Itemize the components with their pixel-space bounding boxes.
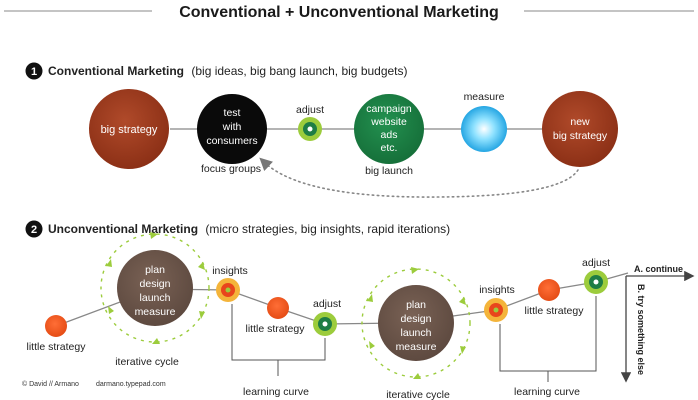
campaign-line-2: website — [370, 116, 407, 128]
new-big-strategy-node — [542, 91, 618, 167]
test-line-3: consumers — [206, 135, 257, 147]
section1-heading: Conventional Marketing — [48, 64, 184, 78]
cycle-arrows-1 — [106, 232, 205, 344]
feedback-loop-arrow — [259, 157, 579, 198]
test-line-1: test — [224, 107, 241, 119]
insights-label-2: insights — [479, 284, 515, 296]
section2-header: Unconventional Marketing (micro strategi… — [48, 222, 450, 236]
cycle2-line-1: plan — [406, 299, 426, 311]
cycle2-line-4: measure — [396, 341, 437, 353]
section2-number: 2 — [31, 224, 37, 236]
little-strategy-label-2: little strategy — [246, 323, 306, 335]
adjust-label-2: adjust — [313, 298, 341, 310]
adjust-node-3-dot — [593, 279, 599, 285]
test-line-2: with — [222, 121, 242, 133]
adjust-label-1: adjust — [296, 104, 324, 116]
cycle-node-2 — [378, 285, 454, 361]
little-strategy-node-1 — [45, 315, 67, 337]
little-strategy-node-2 — [267, 297, 289, 319]
big-launch-label: big launch — [365, 165, 413, 177]
cycle-arrowhead — [413, 373, 421, 379]
cycle-arrowhead — [367, 294, 373, 302]
campaign-line-1: campaign — [366, 103, 412, 115]
learning-curve-label-1: learning curve — [243, 386, 309, 398]
big-strategy-label: big strategy — [101, 124, 158, 136]
cycle-arrowhead — [460, 346, 466, 354]
test-consumers-node — [197, 94, 267, 164]
cycle2-line-3: launch — [401, 327, 432, 339]
cycle1-line-4: measure — [135, 306, 176, 318]
section2-heading: Unconventional Marketing — [48, 222, 198, 236]
adjust-label-3: adjust — [582, 257, 610, 269]
section2-number-badge — [25, 220, 43, 238]
cycle-arrowhead — [199, 311, 205, 319]
little-strategy-label-1: little strategy — [27, 341, 87, 353]
cycle-arrowhead — [459, 297, 466, 305]
campaign-line-4: etc. — [381, 142, 398, 154]
cycle-node-1 — [117, 250, 193, 326]
cycle2-line-2: design — [401, 313, 432, 325]
cycle-arrowhead — [150, 232, 158, 239]
section1-header: Conventional Marketing (big ideas, big b… — [48, 64, 408, 78]
iterative-cycle-ring-1 — [100, 233, 210, 343]
campaign-line-3: ads — [381, 129, 398, 141]
adjust-node-1-dot — [307, 126, 313, 132]
diagram-title: Conventional + Unconventional Marketing — [179, 4, 499, 21]
insights-label-1: insights — [212, 265, 248, 277]
cycle-arrowhead — [198, 262, 205, 270]
focus-groups-label: focus groups — [201, 163, 261, 175]
cycle-arrowhead — [369, 341, 375, 349]
footer-site: darmano.typepad.com — [96, 381, 166, 388]
big-strategy-node — [89, 89, 169, 169]
little-strategy-node-3 — [538, 279, 560, 301]
insights-node-2-dot — [493, 307, 499, 313]
learning-curve-label-2: learning curve — [514, 386, 580, 398]
section1-number-badge — [25, 62, 43, 80]
cycle1-line-1: plan — [145, 264, 165, 276]
continue-label: A. continue — [634, 264, 683, 274]
try-else-label: B. try something else — [636, 284, 646, 375]
section1-number: 1 — [31, 66, 37, 78]
adjust-node-2-dot — [322, 321, 328, 327]
cycle-arrowhead — [152, 338, 160, 344]
cycle1-line-3: launch — [140, 292, 171, 304]
cycle-arrowhead — [106, 259, 112, 267]
cycle-arrows-2 — [367, 267, 466, 379]
section1-subheading: (big ideas, big bang launch, big budgets… — [191, 64, 407, 78]
measure-node — [461, 106, 507, 152]
new-strategy-line-1: new — [570, 116, 590, 128]
new-strategy-line-2: big strategy — [553, 130, 608, 142]
cycle-arrowhead — [108, 306, 114, 314]
iterative-cycle-label-2: iterative cycle — [386, 389, 450, 400]
measure-label: measure — [464, 91, 505, 103]
cycle1-line-2: design — [140, 278, 171, 290]
cycle-arrowhead — [411, 267, 419, 274]
section2-subheading: (micro strategies, big insights, rapid i… — [205, 222, 450, 236]
iterative-cycle-ring-2 — [361, 268, 471, 378]
iterative-cycle-label-1: iterative cycle — [115, 356, 179, 368]
insights-node-1-dot — [225, 287, 231, 293]
little-strategy-label-3: little strategy — [525, 305, 585, 317]
campaign-node — [354, 94, 424, 164]
footer-credit: © David // Armano — [22, 380, 79, 388]
